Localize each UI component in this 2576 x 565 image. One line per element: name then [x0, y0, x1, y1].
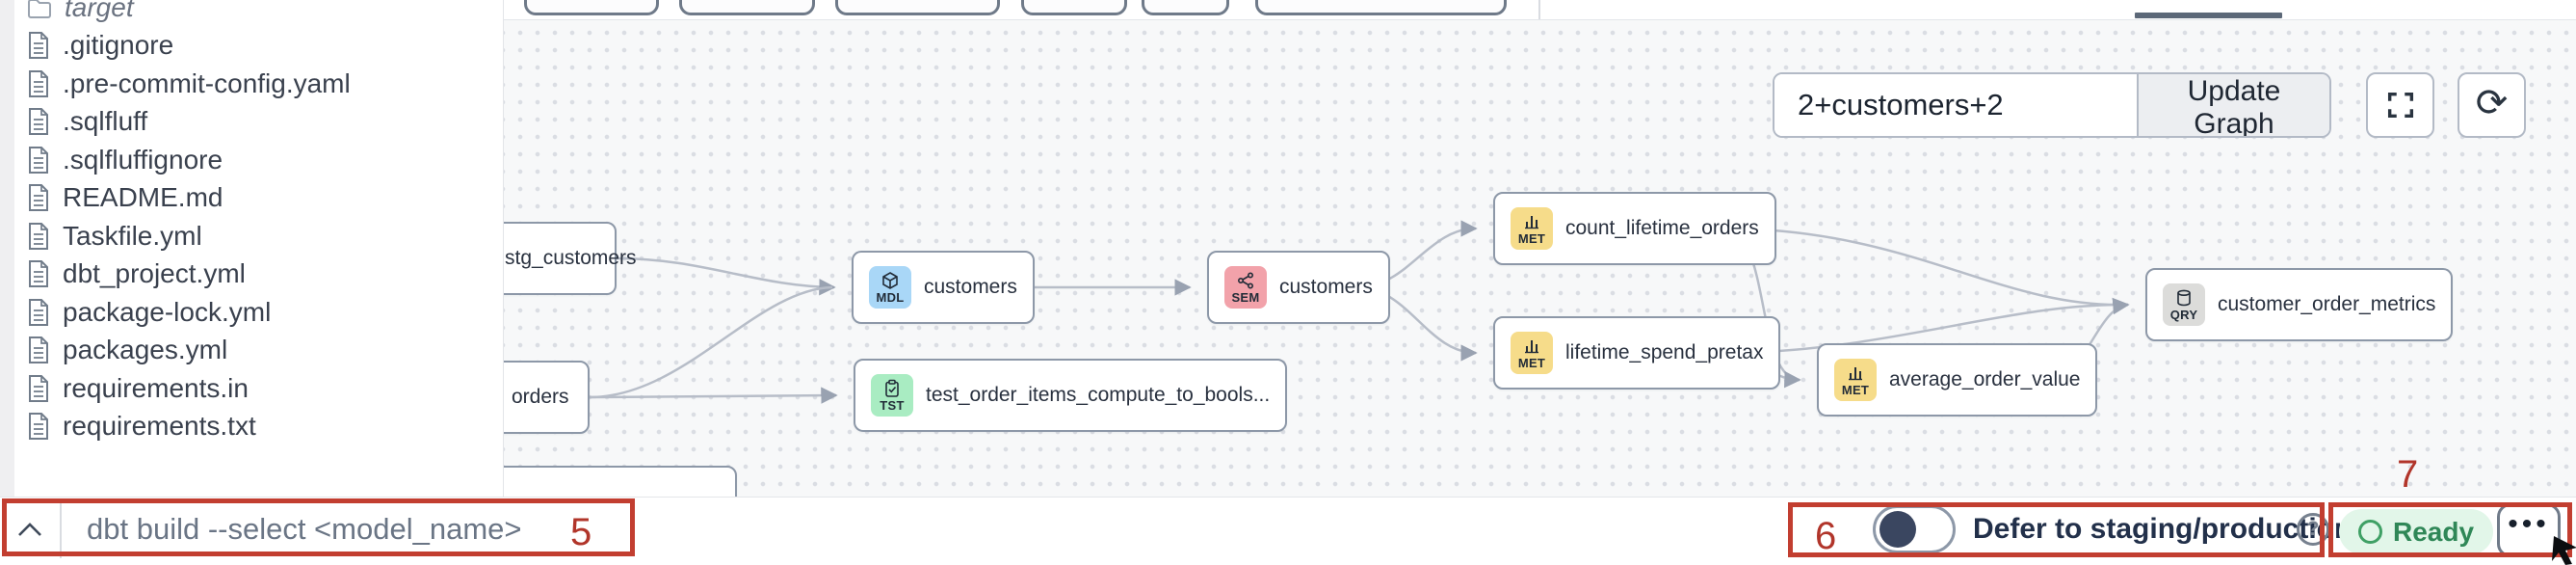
fullscreen-button[interactable]	[2366, 72, 2434, 138]
tree-item-file[interactable]: README.md	[0, 179, 503, 218]
expand-panel-button[interactable]	[10, 513, 50, 546]
toolbar-divider	[1538, 0, 1540, 19]
tree-item-file[interactable]: requirements.in	[0, 369, 503, 408]
toolbar-button-cutoff[interactable]	[835, 0, 1000, 15]
bar-chart-icon	[1849, 367, 1862, 381]
help-icon[interactable]: ?	[2297, 513, 2329, 546]
toolbar-button-cutoff[interactable]	[679, 0, 815, 15]
bar-chart-icon	[1525, 340, 1538, 354]
semantic-type-icon: SEM	[1224, 266, 1267, 309]
dag-node-customers-model[interactable]: MDL customers	[852, 251, 1035, 324]
dag-node-count-lifetime-orders[interactable]: MET count_lifetime_orders	[1493, 192, 1776, 265]
command-bar	[0, 497, 2576, 561]
query-type-icon: QRY	[2163, 283, 2205, 326]
metric-type-icon: MET	[1834, 359, 1877, 401]
status-ring-icon	[2358, 520, 2382, 544]
file-explorer-panel: target .gitignore .pre-commit-config.yam…	[0, 0, 504, 497]
toolbar-button-cutoff[interactable]	[1021, 0, 1127, 15]
sidebar-gutter	[0, 0, 14, 497]
toolbar-button-cutoff[interactable]	[1255, 0, 1507, 15]
file-icon	[29, 222, 48, 250]
dag-node-test-order-items[interactable]: TST test_order_items_compute_to_bools...	[854, 359, 1288, 432]
bar-chart-icon	[1525, 216, 1538, 229]
defer-label: Defer to staging/production	[1973, 513, 2353, 545]
file-icon	[29, 336, 48, 364]
file-icon	[29, 298, 48, 326]
file-icon	[29, 146, 48, 174]
refresh-icon: ⟳	[2475, 82, 2509, 124]
node-label: average_order_value	[1889, 368, 2081, 390]
status-label: Ready	[2393, 516, 2475, 547]
file-icon	[29, 260, 48, 288]
semantic-graph-icon	[1237, 272, 1254, 289]
defer-toggle[interactable]	[1873, 505, 1956, 553]
annotation-number-7: 7	[2397, 453, 2419, 496]
tree-item-file[interactable]: .gitignore	[0, 27, 503, 66]
file-icon	[29, 32, 48, 60]
file-tree: target .gitignore .pre-commit-config.yam…	[0, 0, 503, 445]
file-icon	[29, 374, 48, 402]
dbt-command-input[interactable]	[85, 505, 561, 553]
tree-item-file[interactable]: requirements.txt	[0, 408, 503, 446]
database-icon	[2177, 289, 2191, 307]
tree-item-file[interactable]: dbt_project.yml	[0, 256, 503, 294]
node-label: stg_customers	[505, 247, 637, 269]
graph-selector-input[interactable]	[1774, 74, 2137, 136]
node-label: orders	[512, 386, 569, 408]
active-tab-underline	[2135, 13, 2282, 18]
file-icon	[29, 108, 48, 136]
dag-node-lifetime-spend-pretax[interactable]: MET lifetime_spend_pretax	[1493, 316, 1781, 390]
test-type-icon: TST	[871, 374, 913, 417]
file-icon	[29, 69, 48, 97]
cube-icon	[882, 272, 898, 289]
model-type-icon: MDL	[869, 266, 911, 309]
mouse-cursor	[2552, 536, 2576, 565]
toolbar-button-cutoff[interactable]	[524, 0, 659, 15]
status-badge[interactable]: Ready	[2339, 509, 2494, 554]
folder-icon	[28, 0, 51, 18]
file-icon	[29, 413, 48, 441]
dag-node-average-order-value[interactable]: MET average_order_value	[1817, 343, 2098, 417]
tree-item-file[interactable]: .pre-commit-config.yaml	[0, 65, 503, 103]
top-toolbar-strip	[504, 0, 2576, 20]
file-icon	[29, 184, 48, 212]
tree-item-file[interactable]: packages.yml	[0, 332, 503, 370]
update-graph-button[interactable]: Update Graph	[2137, 74, 2329, 136]
node-label: customers	[1279, 276, 1373, 298]
toolbar-button-cutoff[interactable]	[1142, 0, 1229, 15]
node-label: lifetime_spend_pretax	[1565, 341, 1764, 363]
toggle-knob	[1879, 511, 1916, 548]
tree-item-file[interactable]: package-lock.yml	[0, 293, 503, 332]
clipboard-check-icon	[885, 379, 899, 397]
metric-type-icon: MET	[1511, 207, 1553, 250]
graph-selector-group: Update Graph	[1773, 72, 2331, 138]
tree-item-file[interactable]: .sqlfluffignore	[0, 141, 503, 179]
tree-item-target-folder[interactable]: target	[0, 0, 503, 27]
tree-item-file[interactable]: .sqlfluff	[0, 103, 503, 142]
fullscreen-icon	[2387, 92, 2413, 119]
node-label: customer_order_metrics	[2218, 293, 2436, 315]
refresh-button[interactable]: ⟳	[2458, 72, 2526, 138]
node-label: test_order_items_compute_to_bools...	[926, 384, 1271, 406]
node-label: count_lifetime_orders	[1565, 217, 1759, 239]
dag-node-customers-semantic[interactable]: SEM customers	[1207, 251, 1390, 324]
node-label: customers	[924, 276, 1017, 298]
metric-type-icon: MET	[1511, 332, 1553, 374]
tree-item-file[interactable]: Taskfile.yml	[0, 217, 503, 256]
dag-node-customer-order-metrics[interactable]: QRY customer_order_metrics	[2145, 268, 2454, 341]
chevron-up-icon	[18, 522, 41, 536]
command-bar-divider	[60, 500, 62, 558]
